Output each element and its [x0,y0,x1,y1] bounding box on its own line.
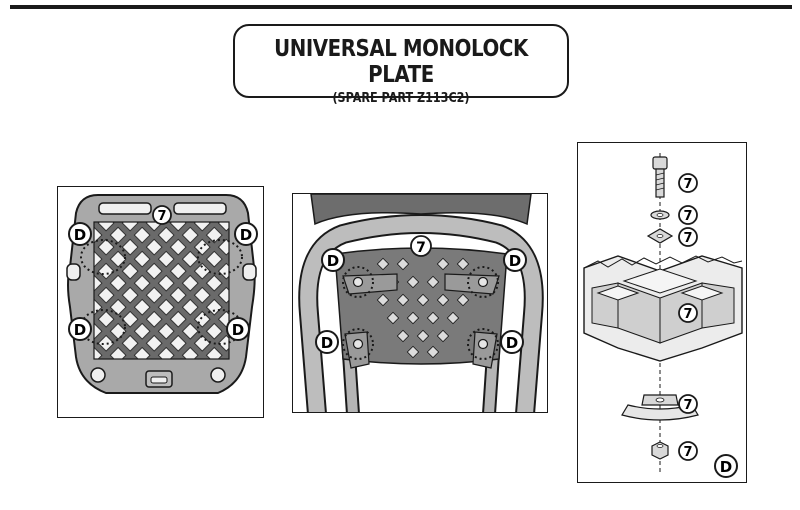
callout-seven-plate: 7 [152,205,172,225]
svg-text:D: D [506,334,518,352]
callout-seven-bracket: 7 [678,394,698,414]
callout-d-rack-bottom-left: D [315,330,339,354]
callout-seven-square-washer: 7 [678,227,698,247]
callout-seven-bolt: 7 [678,173,698,193]
svg-text:D: D [74,226,86,244]
callout-d-plate-bottom-right: D [226,317,250,341]
exploded-callouts: 7 7 7 7 7 7 D [678,173,738,478]
svg-text:D: D [509,252,521,270]
svg-text:D: D [240,226,252,244]
svg-text:7: 7 [683,307,692,322]
svg-text:7: 7 [683,398,692,413]
svg-text:D: D [321,334,333,352]
callout-d-rack-top-right: D [503,248,527,272]
page-subtitle: (SPARE PART Z113C2) [332,91,470,106]
svg-text:7: 7 [683,445,692,460]
callout-d-plate-bottom-left: D [68,317,92,341]
callout-seven-washer: 7 [678,205,698,225]
page-title: UNIVERSAL MONOLOCK PLATE [274,36,528,88]
svg-text:7: 7 [683,177,692,192]
rack-illustration [298,194,544,412]
rack-callouts: 7 D D D D [315,235,527,354]
svg-text:7: 7 [683,209,692,224]
svg-text:D: D [327,252,339,270]
callout-seven-grid: 7 [678,303,698,323]
callout-seven-rack: 7 [410,235,432,257]
svg-text:7: 7 [416,240,426,256]
svg-text:D: D [74,321,86,339]
top-rule [10,5,792,9]
svg-text:7: 7 [683,231,692,246]
callout-d-rack-bottom-right: D [500,330,524,354]
panel-plate-view: 7 D D D D [57,186,264,418]
callout-seven-nut: 7 [678,441,698,461]
callout-d-plate-top-right: D [234,222,258,246]
panel-exploded-view: 7 7 7 7 7 7 D [577,142,747,483]
exploded-illustration [583,153,743,473]
title-box: UNIVERSAL MONOLOCK PLATE (SPARE PART Z11… [233,24,569,106]
svg-text:7: 7 [157,209,166,224]
svg-text:D: D [720,458,732,476]
panel-rack-mount: 7 D D D D [292,193,548,413]
callout-d-plate-top-left: D [68,222,92,246]
callout-d-rack-top-left: D [321,248,345,272]
callout-d-exploded: D [714,454,738,478]
svg-text:D: D [232,321,244,339]
plate-callouts: 7 D D D D [68,205,258,341]
